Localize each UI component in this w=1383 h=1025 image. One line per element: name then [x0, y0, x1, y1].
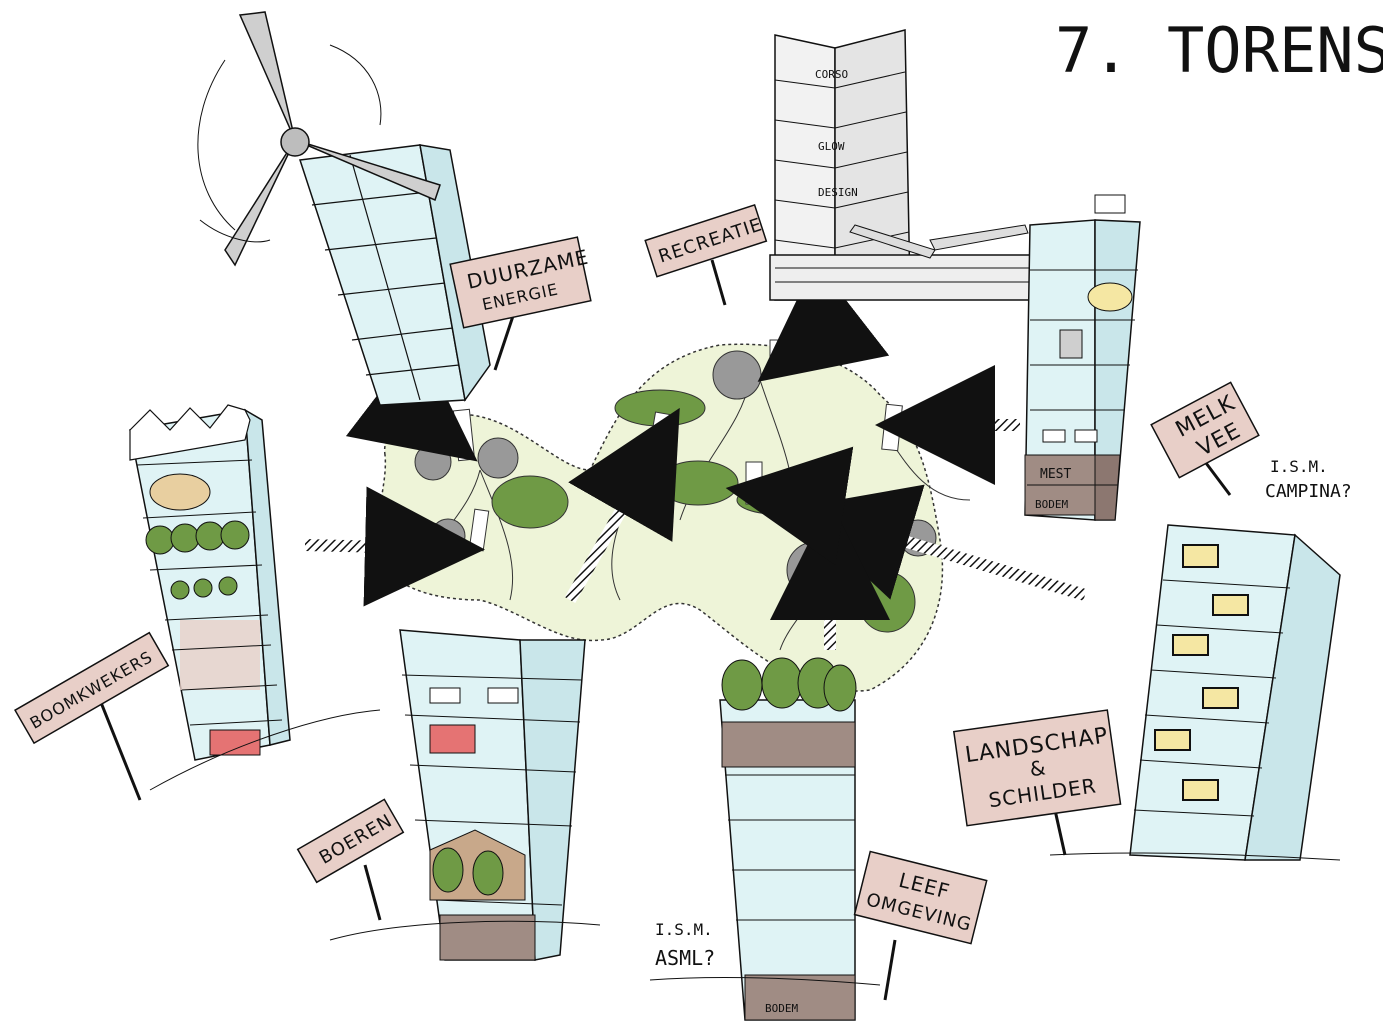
wind-turbine-icon	[224, 11, 441, 267]
ground-line-right	[1049, 852, 1341, 861]
note-campina-2: CAMPINA?	[1265, 481, 1352, 502]
sign-landschap-line2: &	[1028, 755, 1048, 781]
label-bodem-melk: BODEM	[1035, 498, 1068, 511]
leefomgeving-tower: BODEM	[719, 657, 857, 1021]
sign-landschap: LANDSCHAP & SCHILDER	[952, 709, 1122, 856]
sign-recreatie: RECREATIE	[644, 204, 768, 306]
dairy-tower: MEST BODEM	[1024, 194, 1141, 521]
sign-boeren: BOEREN	[296, 798, 405, 921]
tractor-icon	[429, 724, 476, 754]
label-design: DESIGN	[818, 186, 858, 199]
sign-leefomgeving: LEEF OMGEVING	[853, 850, 988, 1001]
note-campina-1: I.S.M.	[1270, 457, 1328, 476]
sign-boomkwekers: BOOMKWEKERS	[14, 631, 170, 801]
label-glow: GLOW	[818, 140, 845, 153]
page-title: 7. TORENS	[1055, 14, 1383, 87]
label-corso: CORSO	[815, 68, 848, 81]
note-asml-2: ASML?	[655, 946, 715, 970]
cheese-icon	[1087, 282, 1133, 312]
frame-icon	[1154, 544, 1249, 801]
label-mest: MEST	[1040, 467, 1071, 482]
arrows	[304, 260, 1087, 650]
tree-icon	[145, 520, 250, 600]
milk-can-icon	[1059, 329, 1083, 359]
note-asml-1: I.S.M.	[655, 920, 713, 939]
tree-icon	[721, 657, 857, 712]
ground-line-leef	[649, 977, 881, 986]
sign-melkvee: MELK VEE	[1150, 381, 1260, 496]
cow-icon	[1042, 194, 1126, 443]
boeren-tower	[399, 629, 586, 961]
boomkwekers-tower	[129, 404, 291, 761]
cow-icon	[429, 687, 519, 704]
label-bodem-leef: BODEM	[765, 1002, 798, 1015]
wind-arcs	[197, 44, 382, 243]
palette-icon	[149, 473, 211, 511]
ground-line-left	[149, 709, 381, 791]
landscape-tower	[1129, 524, 1341, 861]
sign-boomkwekers-line1: BOOMKWEKERS	[27, 647, 156, 733]
ground-line-boeren	[329, 920, 601, 941]
recreation-tower: CORSO GLOW DESIGN	[769, 29, 1061, 301]
